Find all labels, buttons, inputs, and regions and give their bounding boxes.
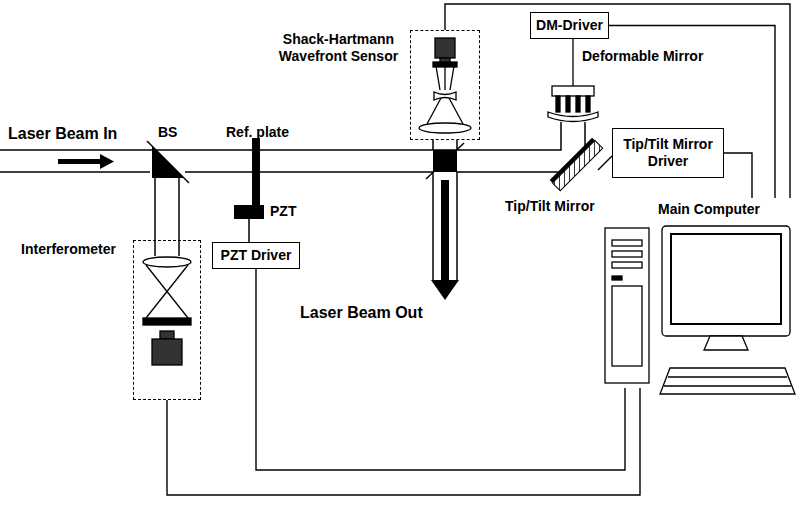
node-label: DM-Driver (536, 17, 603, 34)
wavefront-sensor-optics-part (419, 123, 471, 133)
beam-direction-arrow-part (441, 180, 449, 282)
wavefront-sensor-optics-part (434, 92, 456, 100)
interferometer-optics-part (146, 265, 188, 318)
computer-illustration-part (660, 368, 795, 394)
node-label: PZT Driver (221, 247, 292, 264)
laser-beam-part (178, 178, 180, 256)
laser-beam-part (0, 171, 150, 173)
computer-illustration-part (662, 226, 790, 336)
laser-beam-part (432, 172, 434, 280)
component-label: Tip/Tilt Mirror (505, 198, 595, 215)
computer-illustration-part (671, 234, 781, 324)
beam-label: Laser Beam Out (300, 303, 423, 322)
tip-tilt-mirror (550, 138, 603, 191)
laser-beam-part (432, 140, 434, 150)
interferometer-box: Interferometer (133, 240, 201, 400)
driver-box: Tip/Tilt Mirror Driver (612, 128, 724, 178)
node-label: Tip/Tilt Mirror Driver (618, 136, 718, 170)
wavefront-sensor-optics-part (444, 66, 445, 90)
reference-plate (234, 138, 264, 242)
driver-cable (598, 156, 612, 170)
wavefront-sensor-box: Shack-Hartmann Wavefront Sensor (410, 30, 480, 140)
wavefront-sensor-optics-part (440, 58, 450, 62)
tip-tilt-mirror-part (552, 140, 602, 190)
computer-illustration-part (664, 385, 791, 386)
deformable-mirror-part (566, 96, 570, 112)
computer-illustration-part (612, 262, 642, 268)
beam-splitter-part (147, 141, 189, 183)
deformable-mirror-part (586, 96, 590, 112)
driver-box: DM-Driver (530, 12, 609, 39)
component-label: Ref. plate (226, 124, 289, 141)
laser-beam-part (0, 122, 561, 150)
laser-beam-part (457, 171, 572, 173)
signal-cable (167, 388, 640, 495)
interferometer-optics-part (143, 257, 191, 267)
beam-direction-arrow-part (431, 280, 459, 300)
deformable-mirror-part (572, 38, 573, 86)
group-heading: Interferometer (21, 241, 116, 258)
laser-beam-part (185, 171, 433, 173)
wavefront-sensor-optics-part (435, 38, 455, 58)
computer-illustration-part (605, 228, 649, 383)
wavefront-sensor-optics-part (427, 98, 441, 124)
laser-beam-part (154, 172, 156, 256)
interferometer-optics (143, 257, 191, 365)
sensor-beam-splitter-part (426, 143, 464, 179)
laser-beam (0, 122, 585, 280)
computer-illustration-part (612, 251, 642, 257)
signal-cable (724, 153, 752, 198)
driver-box: PZT Driver (212, 242, 300, 269)
component-label: PZT (270, 203, 296, 220)
wavefront-sensor-optics-part (449, 98, 463, 124)
component-label: BS (158, 124, 177, 141)
wavefront-sensor-optics (419, 38, 471, 133)
computer-node: Main Computer (600, 198, 798, 388)
computer-illustration-part (704, 336, 748, 350)
node-label: Main Computer (658, 201, 760, 218)
computer-illustration-part (612, 240, 642, 246)
wavefront-sensor-optics-part (450, 66, 454, 90)
deformable-mirror-part (556, 96, 560, 112)
wavefront-sensor-optics-part (436, 66, 440, 90)
laser-beam-part (456, 172, 458, 280)
beam-direction-arrow-part (58, 159, 102, 164)
reference-plate-part (252, 138, 260, 205)
reference-plate-part (234, 205, 264, 219)
deformable-mirror-part (552, 86, 594, 96)
signal-cable (256, 269, 625, 470)
interferometer-optics-part (143, 318, 191, 325)
interferometer-optics-part (160, 331, 174, 339)
deformable-mirror-part (548, 112, 598, 122)
computer-illustration-part (612, 276, 622, 280)
wavefront-sensor-optics-part (433, 62, 457, 67)
component-label: Deformable Mirror (582, 48, 703, 65)
beam-direction-arrow-part (100, 154, 114, 169)
signal-cable (445, 4, 790, 198)
reference-plate-part (248, 219, 250, 242)
interferometer-optics-part (152, 339, 182, 365)
computer-illustration-part (668, 376, 787, 377)
deformable-mirror-part (576, 96, 580, 112)
computer-illustration (605, 226, 795, 394)
beam-splitter (147, 141, 189, 183)
group-heading: Shack-Hartmann Wavefront Sensor (276, 31, 401, 65)
beam-label: Laser Beam In (8, 124, 117, 143)
interferometer-optics-part (146, 265, 188, 318)
computer-illustration-part (612, 286, 642, 366)
sensor-beam-splitter (426, 143, 464, 179)
